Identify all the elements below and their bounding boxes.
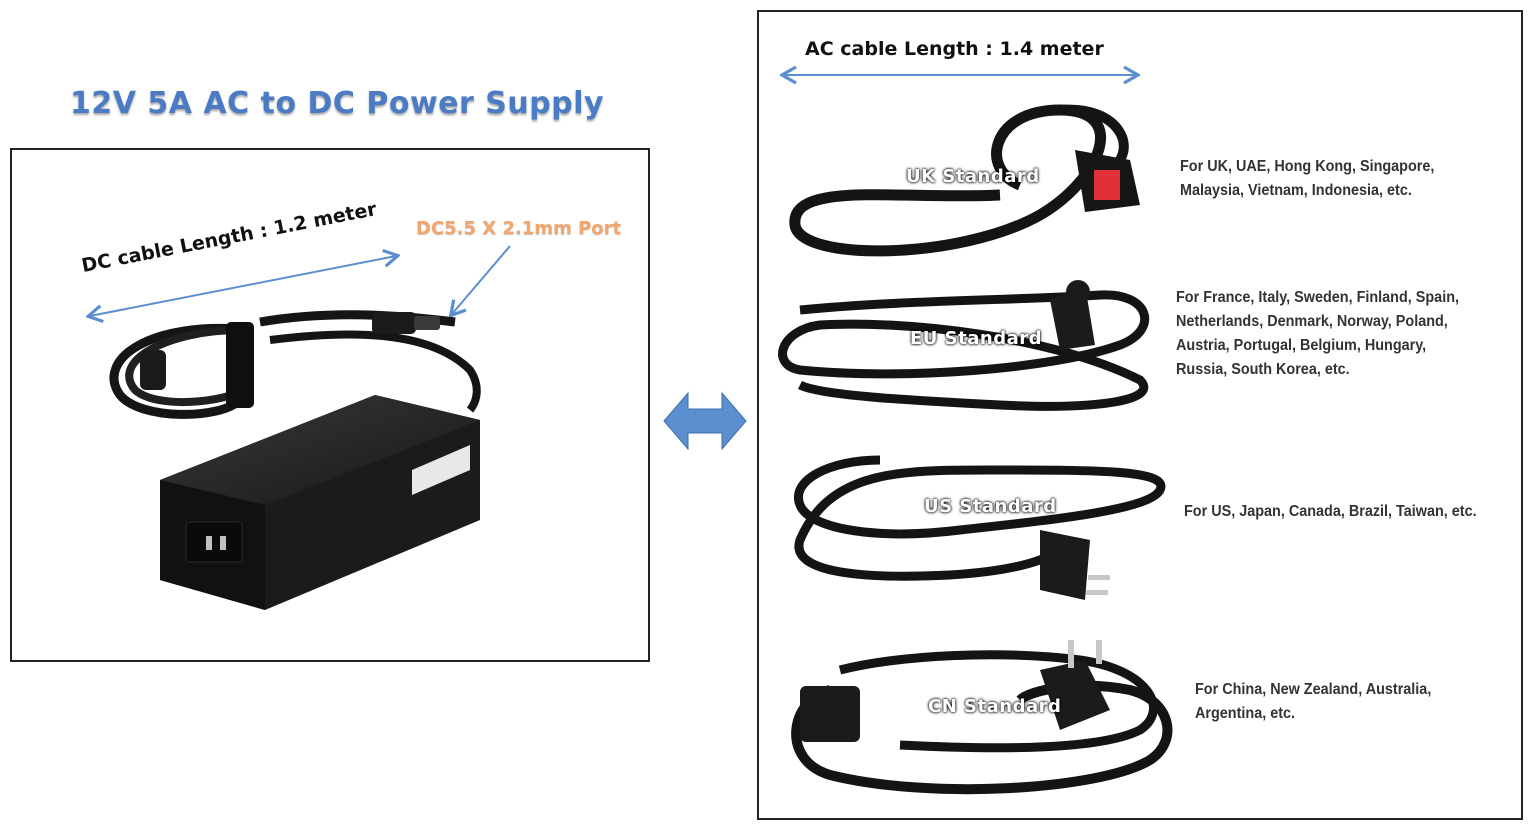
us-cable-image (794, 455, 1166, 600)
eu-standard-label: EU Standard (910, 328, 1043, 349)
adapter-panel (10, 148, 650, 662)
us-countries: For US, Japan, Canada, Brazil, Taiwan, e… (1184, 503, 1477, 520)
dc-port-label: DC5.5 X 2.1mm Port (416, 218, 622, 239)
us-standard-label: US Standard (924, 496, 1057, 517)
uk-countries: For UK, UAE, Hong Kong, Singapore, Malay… (1180, 158, 1435, 199)
eu-cable-image (778, 280, 1150, 411)
cn-cable-image (791, 640, 1173, 795)
uk-cable-image (789, 104, 1140, 257)
port-pointer-arrow (452, 245, 511, 314)
uk-standard-label: UK Standard (906, 166, 1040, 187)
ac-length-label: AC cable Length : 1.4 meter (805, 38, 1104, 60)
power-adapter-image (109, 310, 481, 610)
cn-standard-label: CN Standard (928, 696, 1062, 717)
dc-length-arrow (90, 256, 396, 316)
double-arrow-icon (663, 391, 747, 451)
cables-panel (757, 10, 1523, 820)
eu-countries: For France, Italy, Sweden, Finland, Spai… (1176, 289, 1459, 378)
page-title: 12V 5A AC to DC Power Supply (70, 86, 605, 121)
cn-countries: For China, New Zealand, Australia, Argen… (1195, 681, 1432, 722)
